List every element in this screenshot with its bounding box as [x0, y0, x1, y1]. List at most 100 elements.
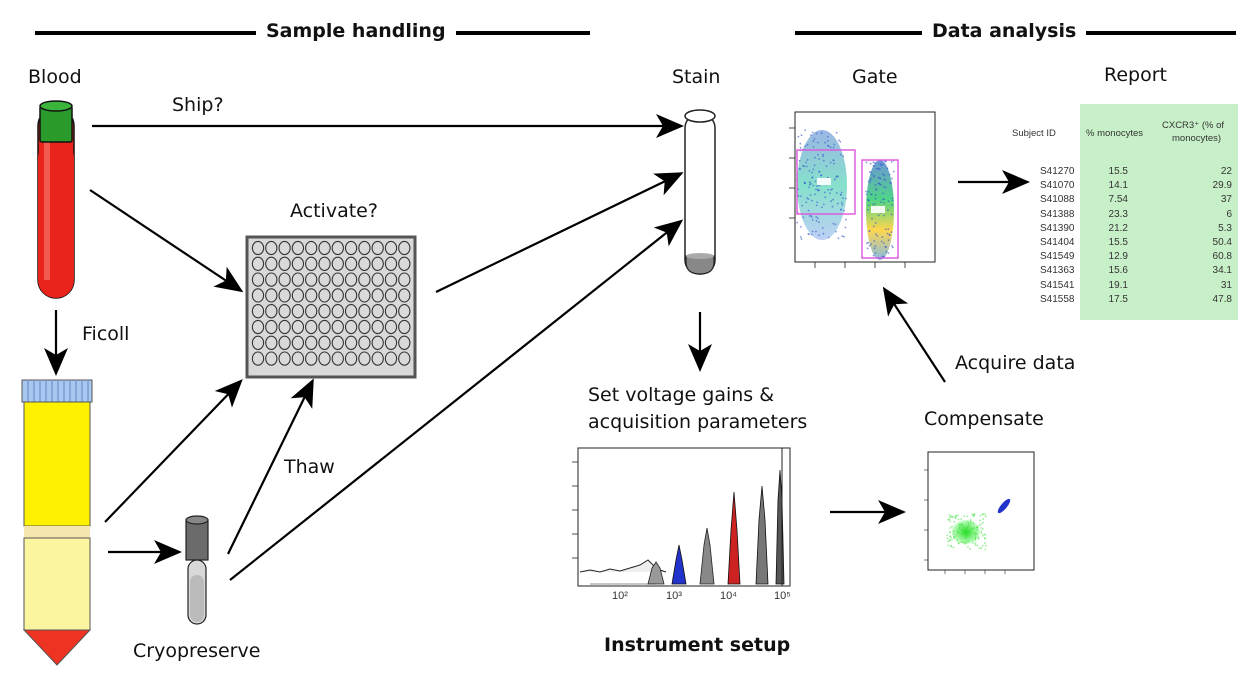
gate-dot — [813, 138, 816, 140]
gate-dot — [867, 198, 869, 201]
gate-dot — [843, 209, 845, 212]
report-subject-id: S41363 — [1040, 265, 1075, 277]
comp-dot — [974, 542, 977, 545]
gate-dot — [831, 205, 834, 208]
comp-dot — [968, 531, 970, 534]
gate-dot — [891, 177, 893, 180]
gate-dot — [874, 188, 877, 191]
gate-dot — [888, 173, 891, 176]
gate-dot — [816, 217, 819, 220]
arrow-acquire — [882, 286, 946, 383]
well-circle — [358, 272, 371, 287]
gate-dot — [816, 185, 818, 188]
gate-dot — [875, 233, 877, 235]
comp-dot — [969, 522, 972, 525]
gate-dot — [869, 179, 872, 181]
comp-dot — [947, 518, 949, 521]
report-monocytes-value: 7.54 — [1108, 194, 1128, 206]
well-circle — [358, 304, 371, 319]
comp-dot — [958, 523, 961, 526]
compensation-plot — [924, 451, 1035, 574]
comp-dot — [952, 533, 955, 535]
gate-dot — [882, 255, 885, 258]
hist-tick-1: 10² — [612, 590, 628, 602]
comp-dot — [982, 521, 984, 524]
gate-dot — [887, 252, 890, 255]
label-activate: Activate? — [290, 200, 378, 222]
well-circle — [384, 272, 398, 287]
label-ficoll: Ficoll — [82, 323, 130, 345]
report-highlight — [1080, 104, 1238, 320]
well-circle — [384, 256, 398, 271]
gate-dot — [835, 131, 838, 134]
comp-dot — [960, 518, 963, 520]
well-circle — [278, 351, 291, 366]
gate-dot — [873, 176, 875, 178]
comp-dot — [966, 515, 969, 518]
comp-dot — [954, 535, 957, 537]
gate-dot — [867, 180, 870, 183]
gate-dot — [835, 230, 837, 233]
gate-dot — [824, 141, 826, 144]
gate-dot — [882, 242, 885, 244]
comp-dot — [969, 519, 972, 521]
gate-dot — [842, 155, 845, 158]
comp-dot — [949, 536, 952, 538]
gate-dot — [808, 181, 811, 184]
gate-dot — [878, 183, 881, 186]
ficoll-tube-icon — [21, 379, 93, 666]
report-cxcr3-value: 60.8 — [1212, 251, 1232, 263]
well-circle — [344, 256, 358, 271]
peak-red — [727, 491, 741, 585]
report-subject-id: S41558 — [1040, 293, 1075, 305]
gate-dot — [815, 204, 818, 207]
report-cxcr3-value: 47.8 — [1212, 293, 1232, 305]
gate-dot — [839, 193, 842, 196]
comp-dot — [973, 527, 976, 529]
well-circle — [318, 304, 331, 319]
gate-dot — [799, 146, 802, 149]
well-circle — [331, 288, 344, 303]
gate-dot — [815, 188, 817, 191]
comp-dot — [980, 527, 983, 529]
gate-dot — [880, 240, 883, 243]
well-circle — [278, 272, 291, 287]
comp-dot — [974, 533, 977, 536]
gate-dot — [802, 216, 805, 219]
gate-dot — [841, 201, 843, 204]
report-subject-id: S41388 — [1040, 208, 1075, 220]
gate-dot — [837, 175, 840, 178]
gate-dot — [884, 228, 887, 231]
gate-dot — [799, 236, 802, 238]
report-cxcr3-value: 37 — [1220, 194, 1232, 206]
report-cxcr3-value: 34.1 — [1212, 265, 1232, 277]
comp-dot — [974, 532, 976, 534]
report-subject-id: S41549 — [1040, 251, 1075, 263]
report-monocytes-value: 12.9 — [1108, 251, 1128, 263]
comp-dot — [952, 530, 955, 533]
gate-dot — [883, 174, 886, 177]
well-circle — [344, 335, 358, 350]
gate-dot — [875, 167, 878, 170]
report-monocytes-value: 15.5 — [1108, 166, 1128, 177]
well-circle — [251, 319, 265, 335]
label-blood: Blood — [28, 66, 82, 88]
gate-dot — [877, 176, 880, 179]
well-circle — [278, 335, 291, 350]
report-cxcr3-value: 22 — [1220, 166, 1232, 177]
label-stain: Stain — [672, 66, 721, 88]
gate-dot — [868, 244, 871, 247]
gate-dot — [843, 235, 845, 238]
gate-dot — [874, 194, 877, 196]
well-circle — [291, 288, 305, 303]
gate-dot — [807, 209, 810, 212]
gate-dot — [879, 201, 882, 204]
gate-dot — [815, 220, 818, 222]
report-monocytes-value: 23.3 — [1108, 208, 1128, 220]
comp-dot — [982, 513, 984, 515]
gate-dot — [840, 191, 843, 194]
comp-dot — [974, 537, 977, 540]
gate-dot — [822, 153, 824, 156]
histogram-plot — [572, 447, 791, 587]
comp-dot — [977, 537, 980, 540]
